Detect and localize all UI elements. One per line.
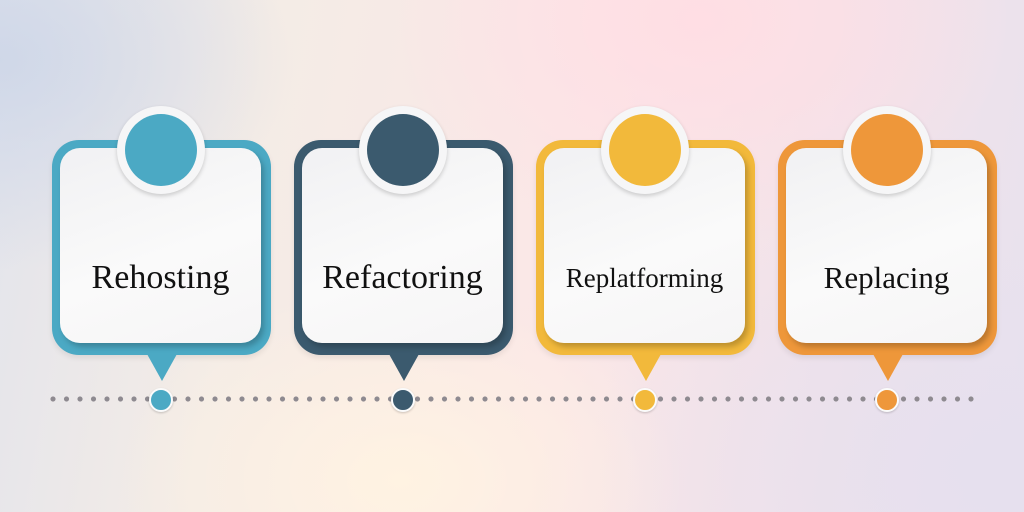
timeline-marker-dot: [149, 388, 173, 412]
circle-badge-fill: [367, 114, 439, 186]
pointer-triangle-icon: [873, 354, 903, 381]
step-label: Replacing: [823, 260, 950, 295]
circle-badge-fill: [851, 114, 923, 186]
circle-badge-fill: [125, 114, 197, 186]
step-label: Rehosting: [91, 259, 230, 296]
dotted-timeline-line: [50, 396, 980, 402]
pointer-triangle-icon: [147, 354, 177, 381]
circle-badge-icon: [601, 106, 689, 194]
timeline-marker-dot: [633, 388, 657, 412]
step-label: Replatforming: [565, 263, 724, 293]
timeline-marker-dot: [875, 388, 899, 412]
pointer-triangle-icon: [389, 354, 419, 381]
step-card-replacing: Replacing: [778, 106, 997, 412]
circle-badge-icon: [843, 106, 931, 194]
circle-badge-fill: [609, 114, 681, 186]
step-card-refactoring: Refactoring: [294, 106, 513, 412]
timeline-marker-dot: [391, 388, 415, 412]
step-card-replatforming: Replatforming: [536, 106, 755, 412]
step-label: Refactoring: [322, 259, 483, 296]
pointer-triangle-icon: [631, 354, 661, 381]
circle-badge-icon: [359, 106, 447, 194]
step-card-rehosting: Rehosting: [52, 106, 271, 412]
circle-badge-icon: [117, 106, 205, 194]
